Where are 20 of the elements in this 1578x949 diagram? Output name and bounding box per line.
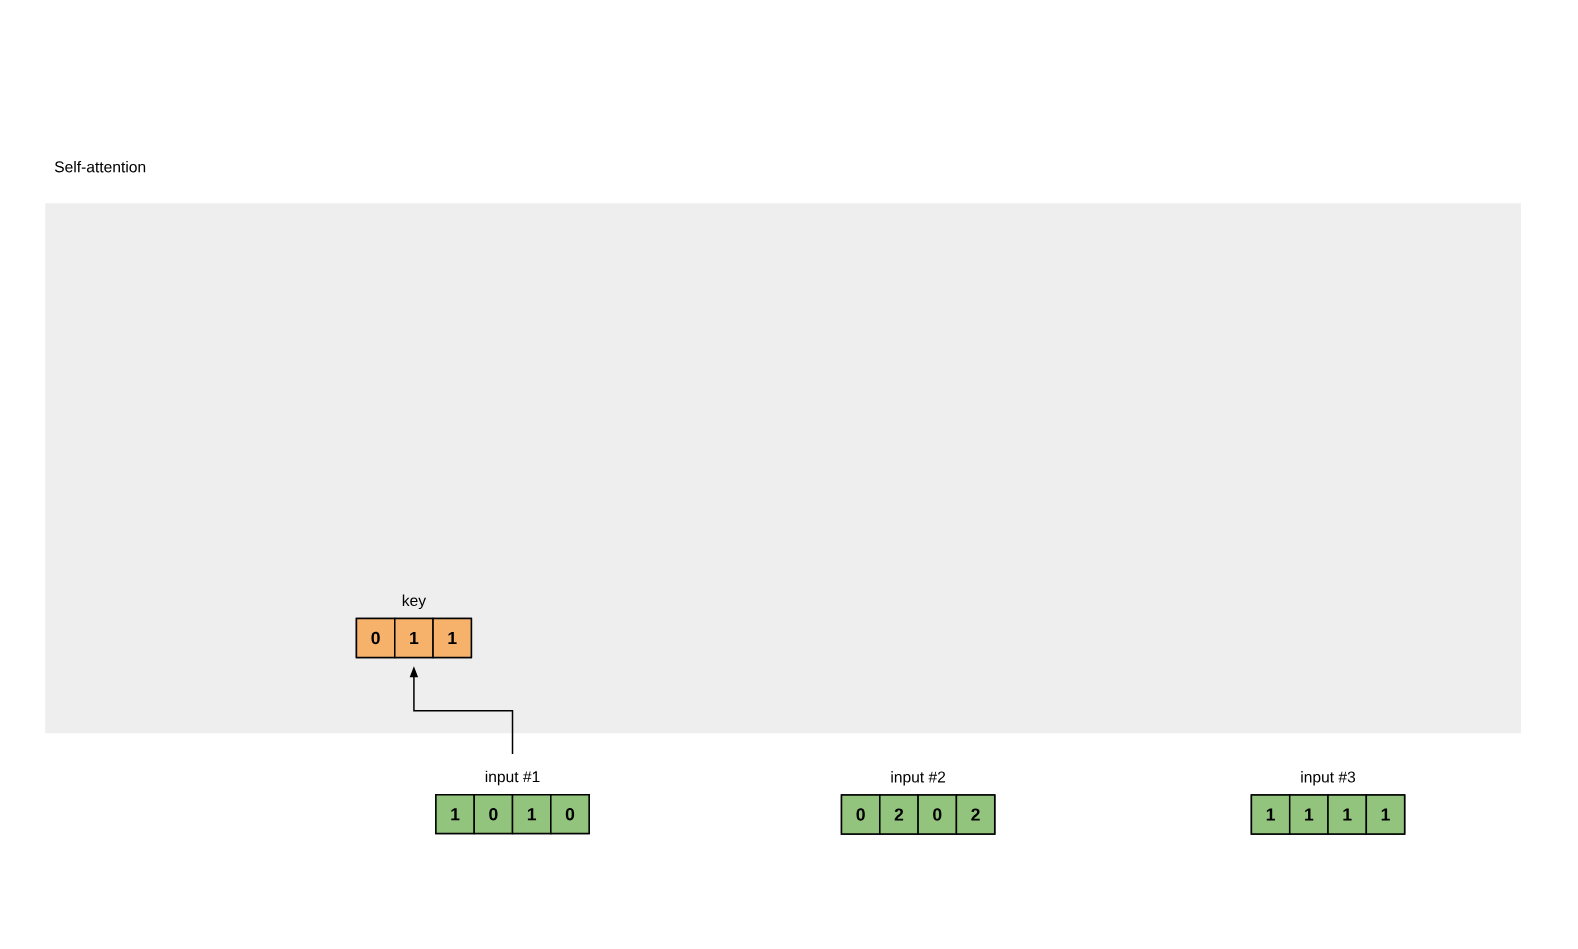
- number-cell: 2: [879, 794, 919, 835]
- number-cell: 1: [394, 617, 434, 659]
- node-label: key: [402, 594, 427, 610]
- number-cell: 1: [432, 617, 473, 659]
- number-cell: 1: [1365, 794, 1406, 835]
- number-cell: 1: [435, 794, 475, 835]
- node-label: input #2: [891, 771, 946, 786]
- node-label: input #1: [485, 770, 540, 786]
- number-cell: 0: [473, 794, 514, 835]
- number-cell: 2: [955, 794, 996, 835]
- number-cell: 0: [550, 794, 590, 835]
- node-label: input #3: [1301, 771, 1356, 786]
- number-cell: 0: [355, 617, 396, 659]
- number-cell: 1: [1250, 794, 1291, 835]
- number-cell: 0: [840, 794, 881, 835]
- number-cell: 1: [511, 794, 552, 835]
- number-cell: 1: [1327, 794, 1368, 835]
- number-cell: 0: [917, 794, 958, 835]
- node-label: Self-attention: [54, 160, 146, 173]
- number-cell: 1: [1288, 794, 1329, 835]
